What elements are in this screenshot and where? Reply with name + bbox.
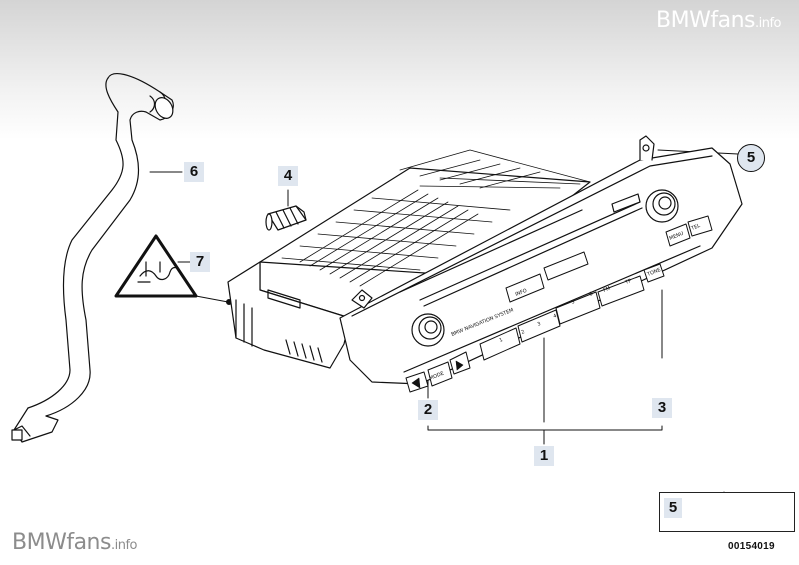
preset-2-label: 2 — [521, 329, 526, 336]
callout-4: 4 — [278, 166, 298, 186]
antenna-cable — [11, 73, 174, 443]
tel-label: TEL — [690, 223, 702, 232]
callout-3: 3 — [652, 398, 672, 418]
plug-part — [265, 205, 307, 231]
callout-7: 7 — [190, 252, 210, 272]
fm-label: FM — [603, 286, 612, 294]
drawing-id: 00154019 — [728, 541, 775, 552]
preset-6-label: 6 — [589, 291, 594, 298]
tp-label: TP — [624, 278, 633, 286]
legend-item-number: 5 — [664, 498, 682, 518]
preset-5-label: 5 — [571, 299, 576, 306]
callout-6: 6 — [184, 162, 204, 182]
callout-1: 1 — [534, 446, 554, 466]
info-label: INFO — [515, 288, 528, 298]
callout-5: 5 — [737, 144, 765, 172]
left-rotary-knob — [411, 313, 445, 347]
warning-triangle — [114, 234, 198, 298]
watermark-top: BMWfans.info — [656, 8, 781, 33]
preset-4-label: 4 — [553, 313, 558, 320]
watermark-bottom: BMWfans.info — [12, 530, 137, 555]
right-rotary-knob — [645, 189, 679, 223]
preset-3-label: 3 — [537, 321, 542, 328]
tone-label: TONE — [646, 267, 662, 278]
legend-box: 5 — [659, 492, 795, 532]
menu-label: MENU — [669, 231, 685, 242]
mode-label: MODE — [429, 371, 445, 382]
navigation-radio-unit — [227, 135, 743, 393]
preset-1-label: 1 — [499, 337, 504, 344]
callout-2: 2 — [418, 400, 438, 420]
